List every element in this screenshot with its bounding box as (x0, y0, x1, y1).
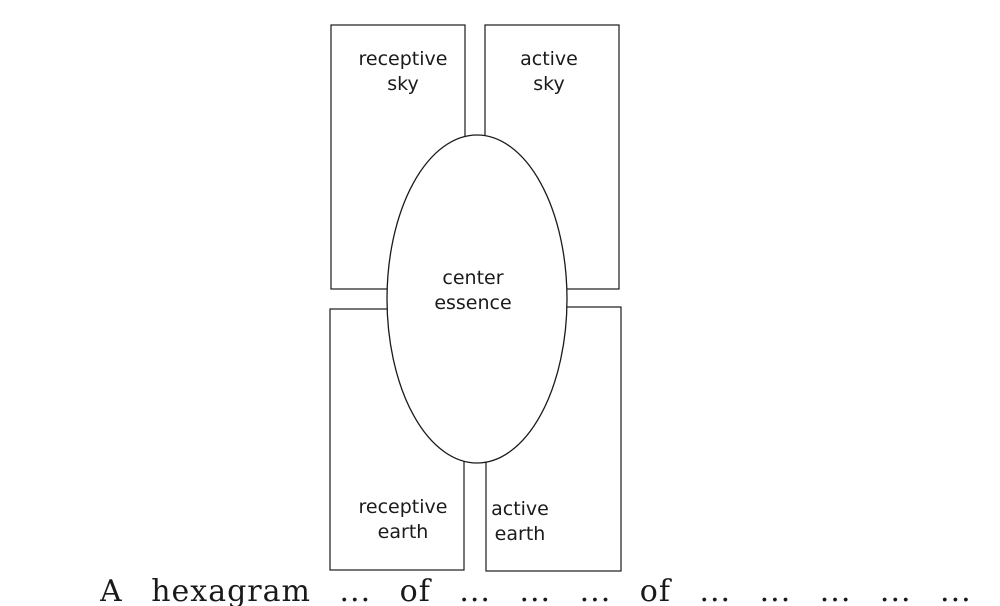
receptive-sky-line2: sky (387, 73, 418, 95)
center-essence-line1: center (442, 267, 503, 289)
active-earth-line1: active (491, 498, 549, 520)
active-earth-line2: earth (495, 523, 546, 545)
figure-caption: A hexagram ... of ... ... ... of ... ...… (100, 574, 972, 606)
receptive-earth-line1: receptive (359, 496, 448, 518)
active-sky-line1: active (520, 48, 578, 70)
receptive-earth-line2: earth (378, 521, 429, 543)
center-essence-ellipse (386, 134, 568, 464)
center-essence-line2: essence (434, 292, 511, 314)
active-sky-line2: sky (533, 73, 564, 95)
receptive-sky-line1: receptive (359, 48, 448, 70)
